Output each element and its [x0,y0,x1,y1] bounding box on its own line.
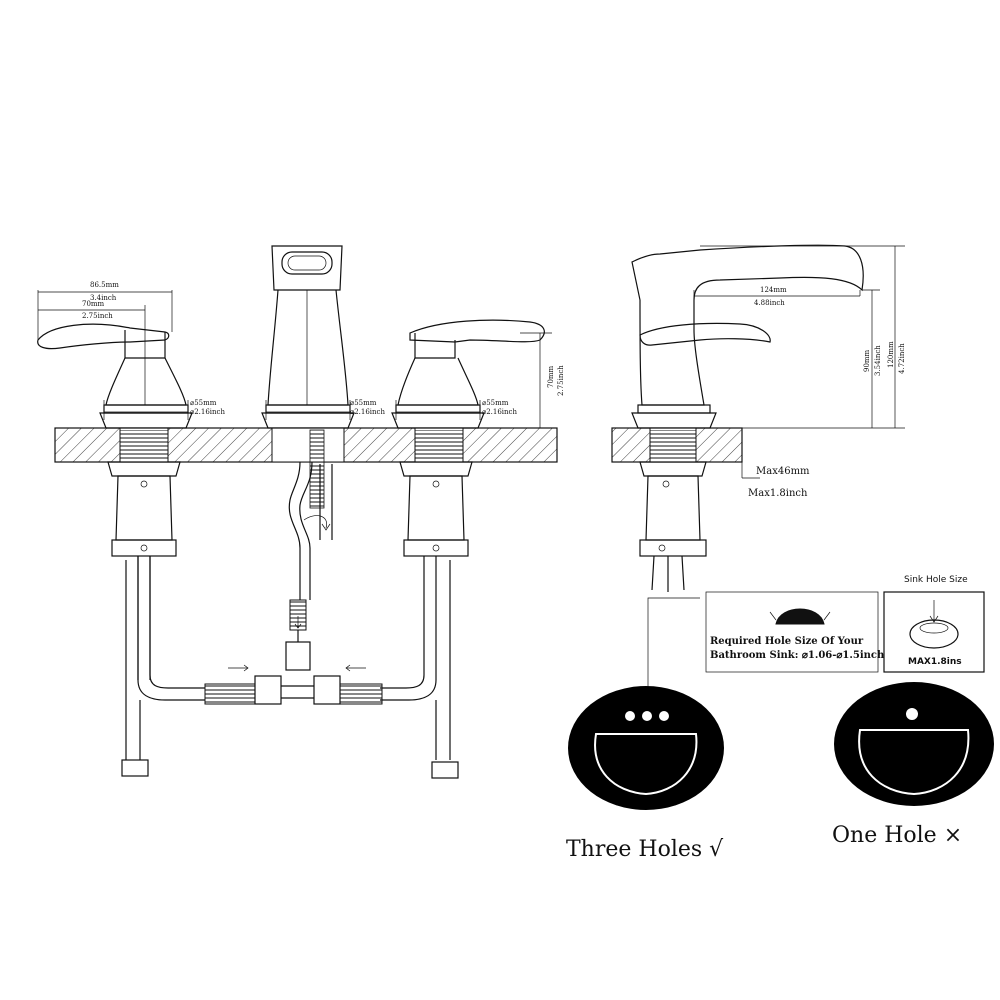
dim-center-base-in: ⌀2.16inch [350,408,385,416]
side-view: 124mm 4.88inch 90mm 3.54inch 120mm 4.72i… [611,244,906,700]
dim-left-base-in: ⌀2.16inch [190,408,225,416]
center-spout [261,245,355,429]
deck-hole-center [271,427,345,463]
dim-handle-reach-mm: 70mm [82,300,105,308]
caption-three-holes: Three Holes √ [566,837,724,862]
dim-handle-reach-in: 2.75inch [82,312,113,320]
dim-spout-height-in: 3.54inch [874,345,882,376]
dim-right-base-mm: ⌀55mm [482,399,509,407]
left-handle [37,323,193,429]
dim-spout-reach-mm: 124mm [760,286,787,294]
dim-deck-max-mm: Max46mm [756,466,810,477]
dim-handle-width-mm: 86.5mm [90,281,119,289]
caption-one-hole: One Hole × [832,823,962,848]
front-dimensions: 86.5mm 3.4inch 70mm 2.75inch ⌀55mm ⌀2.16… [37,281,565,428]
sink-one-hole: One Hole × [832,682,994,848]
hole-requirement-line2: Bathroom Sink: ⌀1.06-⌀1.5inch [710,650,885,661]
dim-spout-reach-in: 4.88inch [754,299,785,307]
dim-deck-max-in: Max1.8inch [748,488,808,499]
front-view: 86.5mm 3.4inch 70mm 2.75inch ⌀55mm ⌀2.16… [37,245,565,779]
dim-height-mm: 70mm [547,365,555,388]
sink-three-holes: Three Holes √ [566,686,724,862]
left-valve-body [107,461,181,680]
dim-height-in: 2.75inch [557,365,565,396]
right-valve-body [399,461,473,557]
hole-requirement-line1: Required Hole Size Of Your [710,636,864,647]
dim-right-base-in: ⌀2.16inch [482,408,517,416]
dim-handle-width-in: 3.4inch [90,294,117,302]
dim-center-base-mm: ⌀55mm [350,399,377,407]
dim-spout-height-mm: 90mm [863,349,871,372]
sink-hole-max-label: MAX1.8ins [908,657,962,667]
dim-total-height-mm: 120mm [887,341,895,368]
dim-total-height-in: 4.72inch [898,343,906,374]
dim-left-base-mm: ⌀55mm [190,399,217,407]
side-dimensions: 124mm 4.88inch 90mm 3.54inch 120mm 4.72i… [693,245,906,499]
hole-requirement-box: Required Hole Size Of Your Bathroom Sink… [705,591,885,673]
sink-hole-size: Sink Hole Size MAX1.8ins [883,575,985,673]
hoses [121,461,459,779]
sink-hole-size-title: Sink Hole Size [904,575,968,585]
